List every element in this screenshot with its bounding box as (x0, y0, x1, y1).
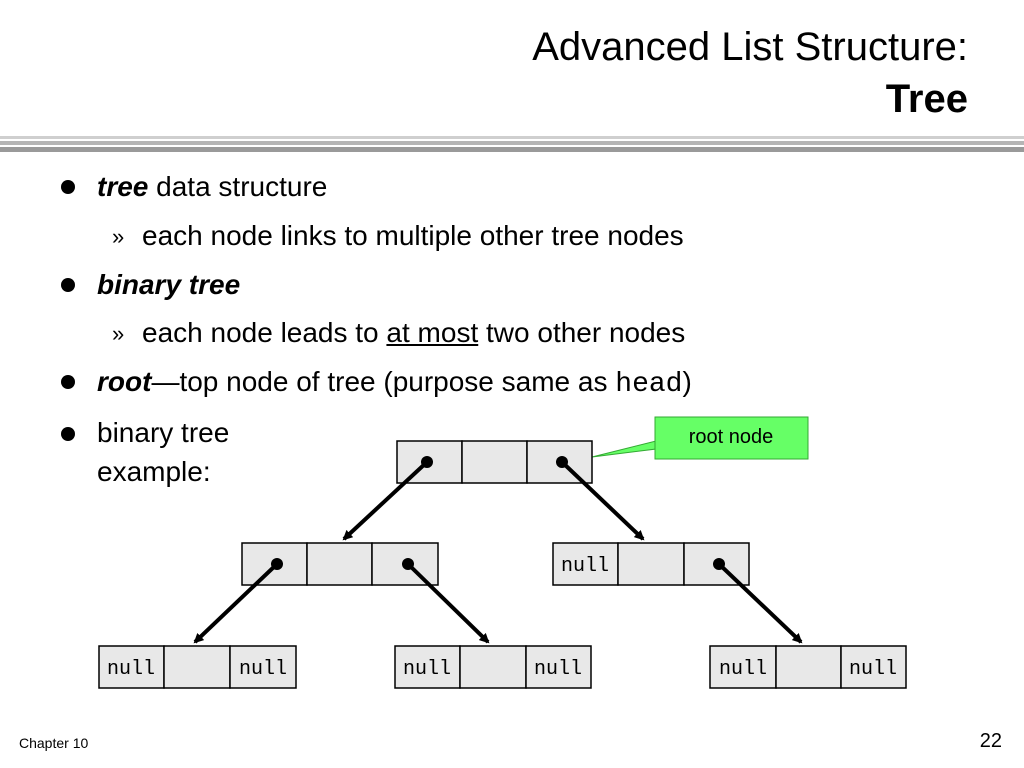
null-label: null (534, 658, 582, 681)
bullet-example-line2: example: (97, 456, 211, 487)
bullet-tree-data-structure: tree data structure (97, 170, 327, 204)
null-label: null (719, 658, 767, 681)
page-title-line1: Advanced List Structure: (532, 25, 968, 69)
node-cell-left (552, 542, 619, 586)
bullet-text: data structure (148, 171, 328, 202)
left-child-node (241, 542, 439, 586)
page-title-line2: Tree (885, 77, 968, 121)
bullet-dot (61, 278, 75, 292)
bullet-root: root—top node of tree (purpose same as h… (97, 365, 692, 402)
pointer-arrow (193, 562, 279, 644)
node-cell-left (709, 645, 777, 689)
node-cell-data (775, 645, 842, 689)
node-cell-data (306, 542, 373, 586)
node-cell-left (394, 645, 461, 689)
underlined-at-most: at most (386, 317, 479, 348)
node-cell-data (163, 645, 231, 689)
term-tree: tree (97, 171, 149, 202)
callout-pointer (591, 440, 657, 458)
node-cell-right (840, 645, 907, 689)
sub-bullet-text: each node leads to (142, 317, 387, 348)
leaf-node: null null (98, 645, 297, 689)
node-cell-data (617, 542, 685, 586)
node-cell-data (459, 645, 527, 689)
footer-page-number: 22 (979, 730, 1002, 752)
code-head: head (615, 369, 683, 400)
pointer-arrow (406, 562, 490, 644)
footer-chapter: Chapter 10 (19, 735, 89, 751)
callout-box (654, 416, 809, 460)
node-cell-data (461, 440, 528, 484)
right-child-node: null (552, 542, 750, 586)
null-label: null (239, 658, 287, 681)
leaf-node: null null (709, 645, 907, 689)
null-label: null (403, 658, 451, 681)
bullet-example-line1: binary tree (97, 417, 230, 448)
pointer-arrow (560, 460, 645, 541)
node-cell-right (525, 645, 592, 689)
divider-stripe (0, 147, 1024, 152)
bullet-dot (61, 375, 75, 389)
bullet-binary-tree: binary tree (97, 268, 240, 302)
sub-bullet-at-most: each node leads to at most two other nod… (142, 316, 685, 350)
null-label: null (561, 555, 609, 578)
node-cell-right (229, 645, 297, 689)
term-root: root (97, 366, 152, 397)
bullet-text: —top node of tree (purpose same as (151, 366, 616, 397)
bullet-dot (61, 427, 75, 441)
bullet-text: ) (682, 366, 692, 397)
sub-bullet-text: two other nodes (478, 317, 686, 348)
root-tree-node (396, 440, 593, 484)
sub-bullet-marker: » (112, 224, 125, 249)
node-cell-left (98, 645, 165, 689)
leaf-node: null null (394, 645, 592, 689)
divider-stripe (0, 141, 1024, 145)
term-binary-tree: binary tree (97, 269, 241, 300)
pointer-arrow (717, 562, 803, 644)
pointer-arrow (342, 460, 429, 541)
callout-root-node: root node (689, 426, 774, 448)
divider-stripe (0, 136, 1024, 139)
sub-bullet-marker: » (112, 321, 125, 346)
null-label: null (849, 658, 897, 681)
bullet-dot (61, 180, 75, 194)
null-label: null (107, 658, 155, 681)
sub-bullet-links: each node links to multiple other tree n… (142, 220, 684, 251)
